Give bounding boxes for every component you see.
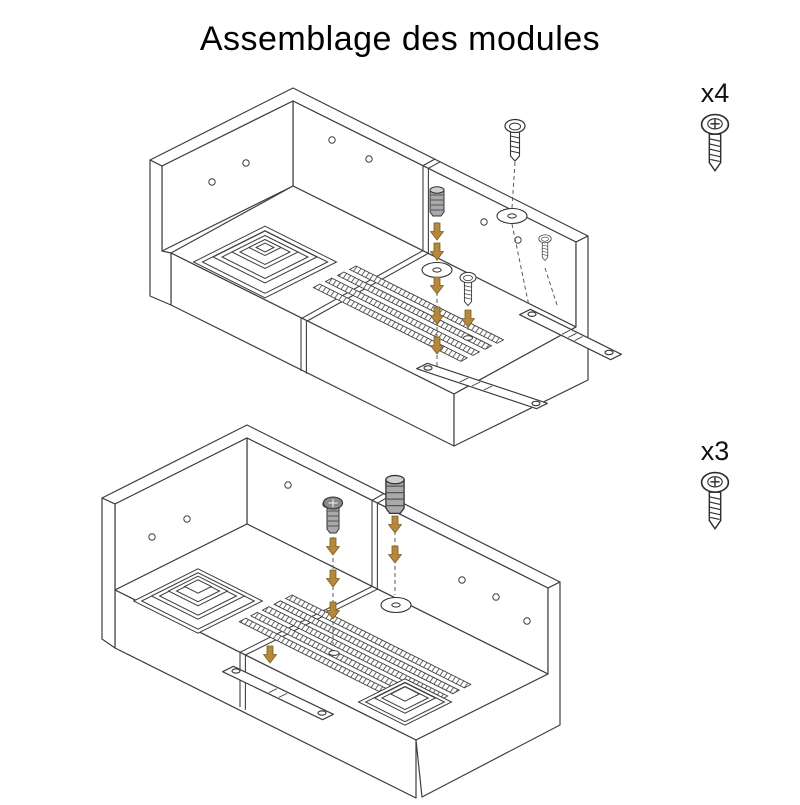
quantity-label-step-2: x3 <box>700 436 730 466</box>
screw-washer <box>496 207 528 225</box>
module-exploded-view-step-1 <box>149 87 623 447</box>
expansion-anchor-large <box>385 474 405 515</box>
screw-with-plug <box>322 496 344 534</box>
expansion-anchor <box>429 186 445 217</box>
connector-strap-1 <box>519 308 623 361</box>
pan-head-screw-icon <box>700 113 730 173</box>
connector-strap-2 <box>416 362 548 410</box>
left-end-face <box>149 159 172 306</box>
assembly-diagram-step-2 <box>30 405 650 805</box>
seat-pilot-hole <box>328 650 340 656</box>
module-exploded-view-step-2 <box>101 424 561 799</box>
seat-pilot-hole <box>463 335 473 341</box>
seat-washer <box>421 261 453 279</box>
right-end-face <box>453 235 589 447</box>
right-end-face <box>415 581 561 798</box>
seat-washer <box>380 596 412 614</box>
layered-pad <box>192 225 338 299</box>
vent-slots <box>312 265 505 362</box>
page-title: Assemblage des modules <box>199 20 601 58</box>
assembly-diagram-step-1 <box>60 70 640 450</box>
module-seam <box>300 158 441 374</box>
layered-pad <box>132 568 264 634</box>
hardware-quantity-step-2: x3 <box>680 436 750 537</box>
hardware-quantity-step-1: x4 <box>680 78 750 179</box>
front-right-layered-pad <box>357 678 453 726</box>
assembly-screw-large <box>504 118 526 162</box>
left-end-face <box>101 497 116 649</box>
quantity-label-step-1: x4 <box>700 78 730 108</box>
wall-screw-holes <box>208 136 522 244</box>
pan-head-screw-icon <box>700 471 730 531</box>
connector-strap <box>222 665 334 721</box>
